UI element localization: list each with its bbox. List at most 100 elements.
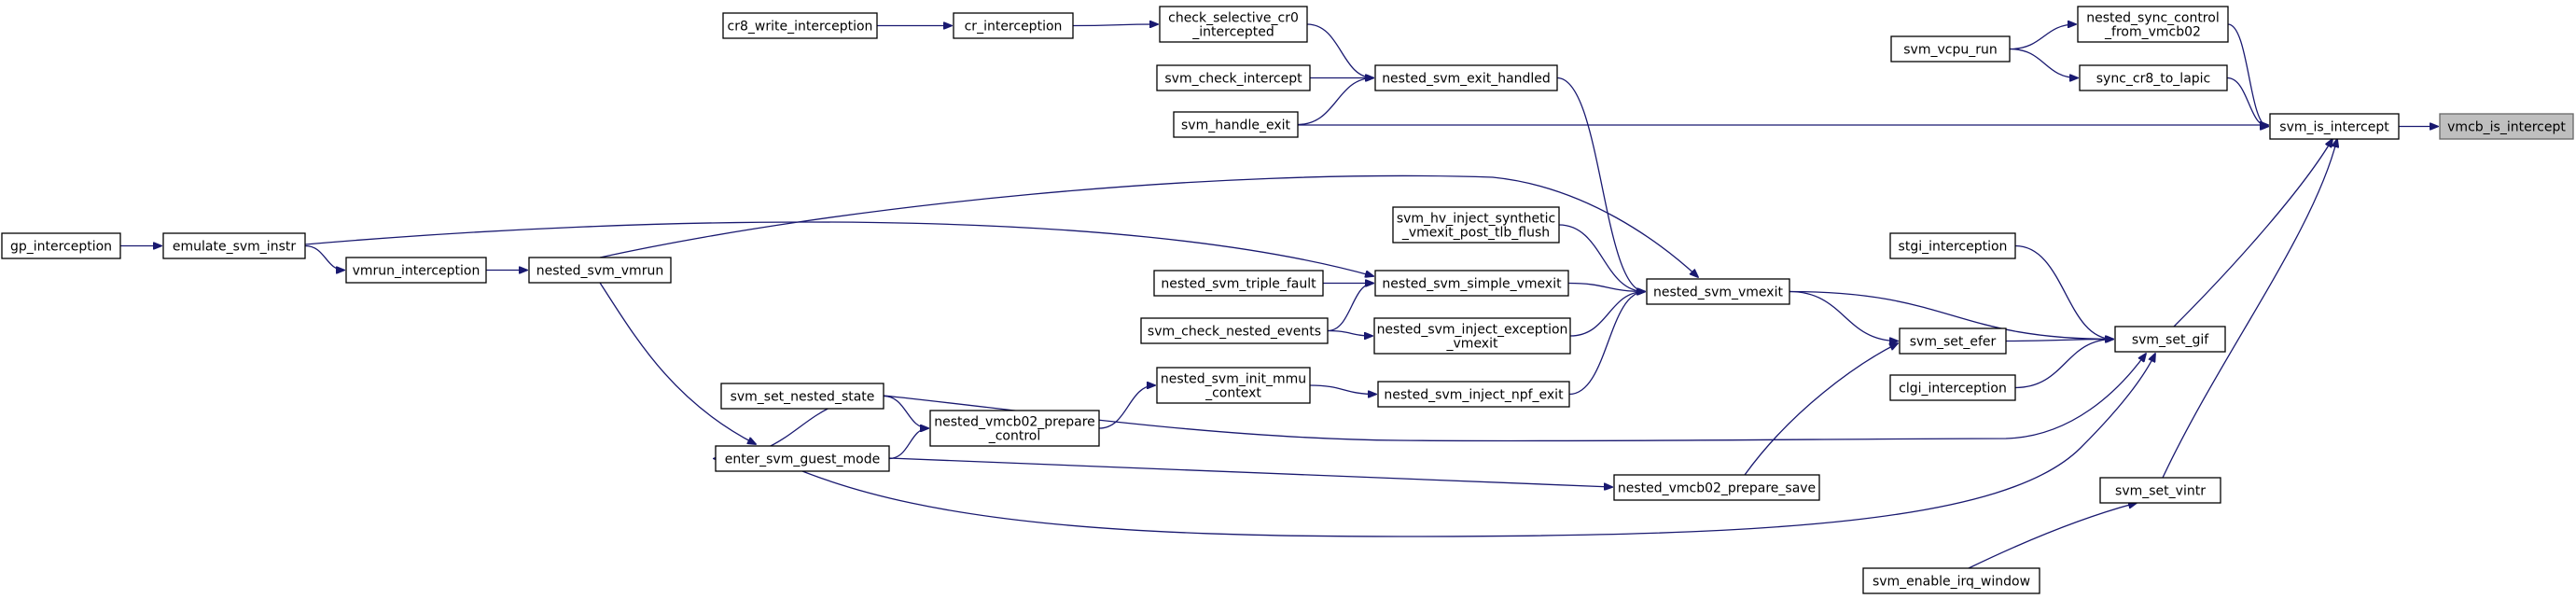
node-nested_svm_simple_vmexit[interactable]: nested_svm_simple_vmexit (1374, 270, 1569, 297)
node-label: vmcb_is_intercept (2447, 120, 2566, 135)
edge-svm_set_nested_state-to-nested_vmcb02_prepare_control (883, 395, 928, 429)
node-box (1392, 206, 1560, 244)
edge-nested_svm_vmrun-to-nested_svm_vmexit (599, 174, 1698, 277)
node-label: nested_vmcb02_prepare_save (1618, 481, 1816, 496)
node-box (162, 232, 306, 259)
node-nested_svm_vmexit[interactable]: nested_svm_vmexit (1646, 278, 1790, 305)
node-label: cr8_write_interception (728, 20, 873, 35)
node-label: nested_svm_vmrun (536, 264, 663, 279)
node-cr_interception[interactable]: cr_interception (953, 12, 1074, 39)
node-box (1613, 474, 1820, 501)
node-box (2099, 477, 2221, 504)
edge-nested_svm_vmexit-to-svm_set_gif (1789, 290, 2113, 340)
node-label: svm_set_vintr (2115, 484, 2206, 499)
node-nested_svm_inject_exception_vmexit[interactable]: nested_svm_inject_exception_vmexit (1373, 317, 1571, 355)
edge-svm_vcpu_run-to-sync_cr8_to_lapic (2009, 48, 2078, 78)
node-vmcb_is_intercept[interactable]: vmcb_is_intercept (2439, 113, 2574, 140)
node-emulate_svm_instr[interactable]: emulate_svm_instr (162, 232, 306, 259)
node-box (2079, 64, 2228, 91)
node-svm_handle_exit[interactable]: svm_handle_exit (1173, 111, 1299, 138)
node-cr8_write_interception[interactable]: cr8_write_interception (722, 12, 878, 39)
node-box (2269, 113, 2400, 140)
node-label: svm_is_intercept (2279, 120, 2389, 135)
edge-nested_svm_simple_vmexit-to-nested_svm_vmexit (1567, 282, 1645, 292)
node-svm_vcpu_run[interactable]: svm_vcpu_run (1890, 35, 2011, 63)
edge-svm_set_gif-to-svm_is_intercept (2173, 139, 2332, 327)
node-label: nested_svm_triple_fault (1161, 277, 1316, 292)
node-enter_svm_guest_mode[interactable]: enter_svm_guest_mode (715, 445, 890, 472)
edge-nested_svm_inject_exception_vmexit-to-nested_svm_vmexit (1569, 292, 1645, 337)
edge-svm_enable_irq_window-to-svm_set_vintr (1968, 503, 2137, 569)
edge-nested_svm_exit_handled-to-nested_svm_vmexit (1556, 77, 1645, 292)
node-label: _vmexit (1446, 337, 1498, 352)
node-svm_check_intercept[interactable]: svm_check_intercept (1156, 64, 1311, 91)
node-svm_set_nested_state[interactable]: svm_set_nested_state (720, 383, 884, 410)
node-label: svm_set_gif (2132, 333, 2209, 348)
node-nested_svm_exit_handled[interactable]: nested_svm_exit_handled (1374, 64, 1558, 91)
node-box (2077, 6, 2229, 43)
node-nested_svm_inject_npf_exit[interactable]: nested_svm_inject_npf_exit (1377, 381, 1570, 408)
node-nested_vmcb02_prepare_control[interactable]: nested_vmcb02_prepare_control (929, 410, 1100, 447)
edge-nested_svm_init_mmu_context-to-nested_svm_inject_npf_exit (1309, 384, 1376, 395)
node-svm_set_efer[interactable]: svm_set_efer (1899, 327, 2007, 355)
node-label: _vmexit_post_tlb_flush (1401, 226, 1550, 241)
node-box (1153, 270, 1324, 297)
node-sync_cr8_to_lapic[interactable]: sync_cr8_to_lapic (2079, 64, 2228, 91)
node-nested_sync_control_from_vmcb02[interactable]: nested_sync_control_from_vmcb02 (2077, 6, 2229, 43)
node-box (1156, 64, 1311, 91)
node-check_selective_cr0_intercepted[interactable]: check_selective_cr0_intercepted (1159, 6, 1308, 43)
node-stgi_interception[interactable]: stgi_interception (1889, 232, 2016, 259)
node-svm_enable_irq_window[interactable]: svm_enable_irq_window (1862, 567, 2040, 594)
node-label: svm_vcpu_run (1903, 43, 1997, 58)
node-label: _control (988, 429, 1041, 444)
edge-nested_vmcb02_prepare_save-to-svm_set_efer (1744, 343, 1898, 476)
node-box (722, 12, 878, 39)
edge-enter_svm_guest_mode-to-nested_vmcb02_prepare_save (888, 457, 1612, 487)
edge-svm_hv_inject_synthetic_vmexit_post_tlb_flush-to-nested_svm_vmexit (1558, 224, 1645, 292)
edge-nested_svm_vmrun-to-enter_svm_guest_mode (599, 282, 756, 444)
node-box (1159, 6, 1308, 43)
node-label: svm_handle_exit (1181, 118, 1290, 133)
node-box (953, 12, 1074, 39)
node-box (1374, 64, 1558, 91)
node-box (1374, 270, 1569, 297)
node-label: emulate_svm_instr (173, 240, 296, 255)
node-nested_svm_triple_fault[interactable]: nested_svm_triple_fault (1153, 270, 1324, 297)
node-box (1889, 232, 2016, 259)
node-box (1899, 327, 2007, 355)
node-box (1373, 317, 1571, 355)
node-label: nested_vmcb02_prepare (934, 415, 1095, 430)
node-box (1173, 111, 1299, 138)
node-label: svm_check_nested_events (1148, 325, 1321, 340)
node-vmrun_interception[interactable]: vmrun_interception (345, 257, 487, 284)
node-svm_hv_inject_synthetic_vmexit_post_tlb_flush[interactable]: svm_hv_inject_synthetic_vmexit_post_tlb_… (1392, 206, 1560, 244)
node-nested_svm_init_mmu_context[interactable]: nested_svm_init_mmu_context (1156, 367, 1311, 404)
node-box (715, 445, 890, 472)
node-box (929, 410, 1100, 447)
node-svm_is_intercept[interactable]: svm_is_intercept (2269, 113, 2400, 140)
node-label: check_selective_cr0 (1168, 11, 1299, 26)
node-label: nested_sync_control (2086, 11, 2219, 26)
node-box (528, 257, 672, 284)
node-box (1862, 567, 2040, 594)
node-svm_set_gif[interactable]: svm_set_gif (2114, 326, 2226, 353)
node-label: gp_interception (10, 240, 112, 255)
node-label: stgi_interception (1899, 240, 2008, 255)
node-label: _intercepted (1191, 25, 1274, 40)
node-nested_svm_vmrun[interactable]: nested_svm_vmrun (528, 257, 672, 284)
node-label: _from_vmcb02 (2104, 25, 2201, 40)
edge-svm_handle_exit-to-nested_svm_exit_handled (1297, 78, 1373, 126)
node-clgi_interception[interactable]: clgi_interception (1889, 374, 2016, 401)
node-gp_interception[interactable]: gp_interception (1, 232, 121, 259)
node-label: svm_set_efer (1910, 335, 1997, 350)
node-svm_set_vintr[interactable]: svm_set_vintr (2099, 477, 2221, 504)
node-box (1646, 278, 1790, 305)
node-svm_check_nested_events[interactable]: svm_check_nested_events (1140, 317, 1329, 344)
node-nested_vmcb02_prepare_save[interactable]: nested_vmcb02_prepare_save (1613, 474, 1820, 501)
edge-cr_interception-to-check_selective_cr0_intercepted (1072, 24, 1158, 26)
node-box (1140, 317, 1329, 344)
node-box (345, 257, 487, 284)
node-label: enter_svm_guest_mode (725, 453, 880, 467)
edge-svm_set_vintr-to-svm_is_intercept (2162, 139, 2337, 479)
